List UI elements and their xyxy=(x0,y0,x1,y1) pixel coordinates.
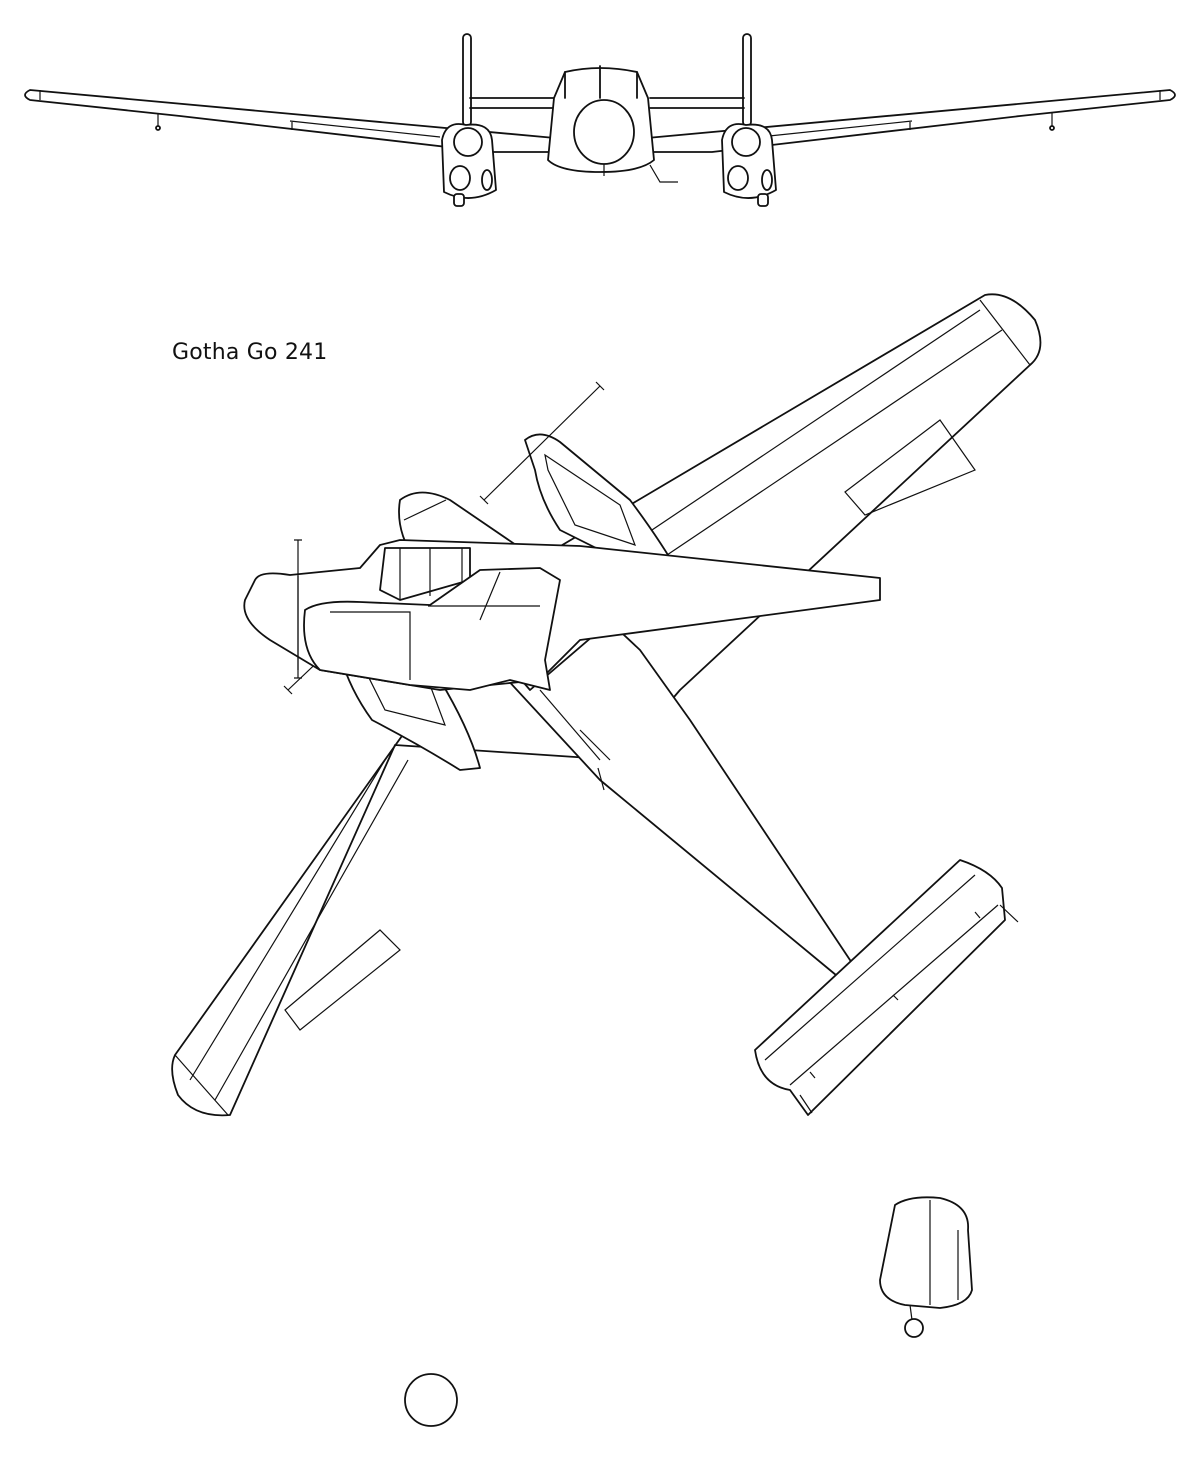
front-left-wing xyxy=(24,89,556,153)
plan-tailplane xyxy=(754,859,1006,1116)
front-left-engine xyxy=(441,123,497,207)
drawing-title: Gotha Go 241 xyxy=(172,340,328,365)
side-engine xyxy=(303,567,561,691)
side-main-wheel xyxy=(404,1373,458,1427)
side-fin xyxy=(879,1196,973,1309)
front-right-engine xyxy=(721,123,777,207)
side-view xyxy=(243,539,973,1427)
front-right-fin xyxy=(742,33,752,127)
side-cockpit xyxy=(379,547,471,601)
front-right-wing xyxy=(646,89,1176,153)
plan-view xyxy=(171,293,1042,1117)
front-nose xyxy=(573,99,635,165)
front-view xyxy=(24,33,1176,207)
front-left-fin xyxy=(462,33,472,127)
